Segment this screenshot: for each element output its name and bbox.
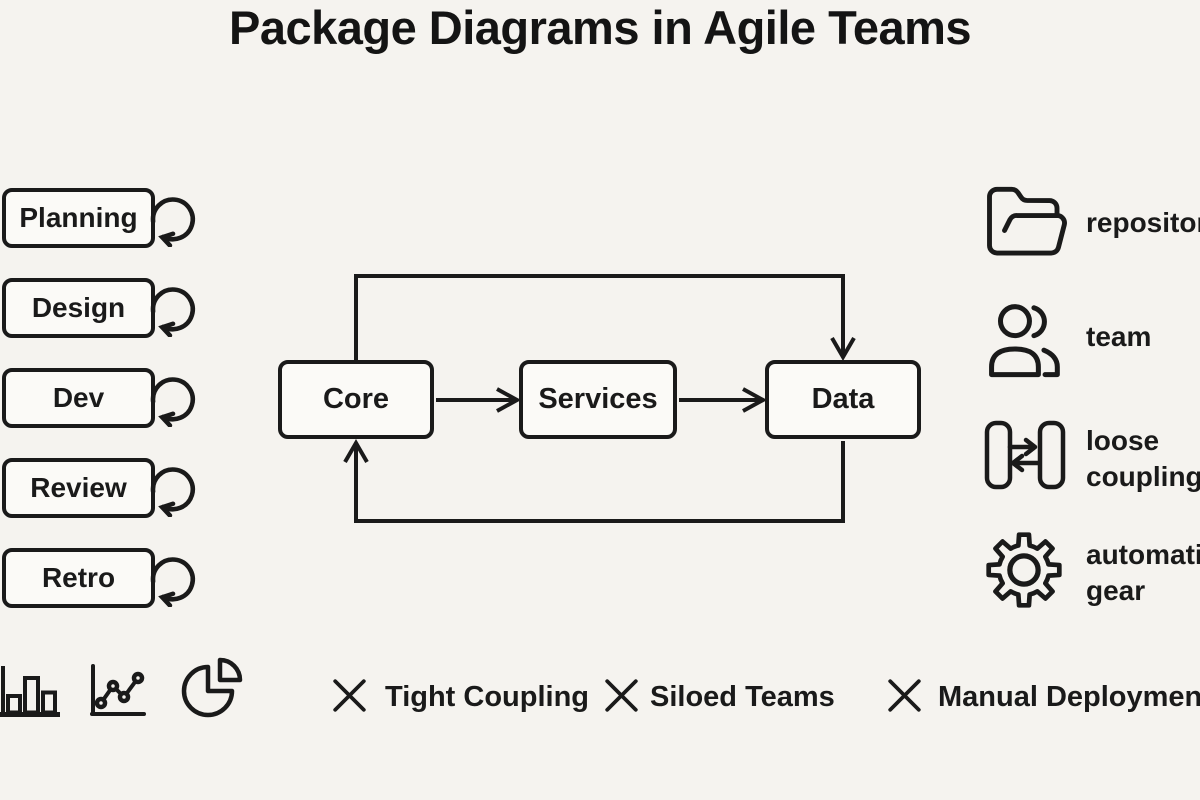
node-label: Core bbox=[322, 383, 390, 415]
node-label: Data bbox=[811, 383, 875, 415]
arrowhead-right-icon bbox=[742, 387, 768, 413]
antipattern-label-siloed-teams: Siloed Teams bbox=[650, 681, 835, 713]
stage-box: Dev bbox=[2, 368, 155, 428]
stage-retro: Retro bbox=[0, 548, 210, 608]
page-title: Package Diagrams in Agile Teams bbox=[228, 1, 972, 54]
x-icon bbox=[605, 679, 638, 712]
loose-coupling-icon bbox=[984, 420, 1066, 490]
stage-planning: Planning bbox=[0, 188, 210, 248]
loop-icon bbox=[150, 377, 196, 427]
stage-dev: Dev bbox=[0, 368, 210, 428]
loop-icon bbox=[150, 287, 196, 337]
loop-icon bbox=[150, 557, 196, 607]
stage-box: Retro bbox=[2, 548, 155, 608]
stage-box: Planning bbox=[2, 188, 155, 248]
x-icon bbox=[333, 679, 366, 712]
arrowhead-down-icon bbox=[830, 336, 856, 361]
stage-box: Review bbox=[2, 458, 155, 518]
stage-design: Design bbox=[0, 278, 210, 338]
loop-icon bbox=[150, 467, 196, 517]
antipattern-label-tight-coupling: Tight Coupling bbox=[385, 681, 590, 713]
gear-icon bbox=[986, 532, 1062, 608]
open-folder-icon bbox=[987, 186, 1067, 256]
team-icon bbox=[989, 304, 1060, 378]
legend-label-automation-gear: automation gear bbox=[1086, 539, 1200, 606]
legend-label-repository: repository bbox=[1086, 207, 1200, 238]
loop-icon bbox=[150, 197, 196, 247]
arrowhead-up-icon bbox=[343, 439, 369, 464]
line-chart-icon bbox=[90, 664, 146, 716]
edge-bottom-feedback bbox=[354, 441, 845, 523]
arrowhead-right-icon bbox=[496, 387, 522, 413]
legend-label-team: team bbox=[1086, 321, 1152, 352]
stage-label: Planning bbox=[19, 202, 138, 233]
bar-chart-icon bbox=[0, 666, 60, 717]
stage-label: Dev bbox=[52, 382, 105, 413]
node-data: Data bbox=[765, 360, 921, 439]
stage-box: Design bbox=[2, 278, 155, 338]
legend-label-loose-coupling: loose coupling bbox=[1086, 425, 1200, 492]
node-services: Services bbox=[519, 360, 677, 439]
node-core: Core bbox=[278, 360, 434, 439]
node-label: Services bbox=[538, 383, 658, 415]
stage-label: Review bbox=[30, 472, 127, 503]
pie-chart-icon bbox=[181, 657, 243, 718]
x-icon bbox=[888, 679, 921, 712]
antipattern-label-manual-deployment: Manual Deployment bbox=[938, 681, 1200, 713]
stage-label: Design bbox=[31, 292, 126, 323]
edge-top-feedback bbox=[354, 274, 845, 360]
stage-label: Retro bbox=[41, 562, 116, 593]
stage-review: Review bbox=[0, 458, 210, 518]
